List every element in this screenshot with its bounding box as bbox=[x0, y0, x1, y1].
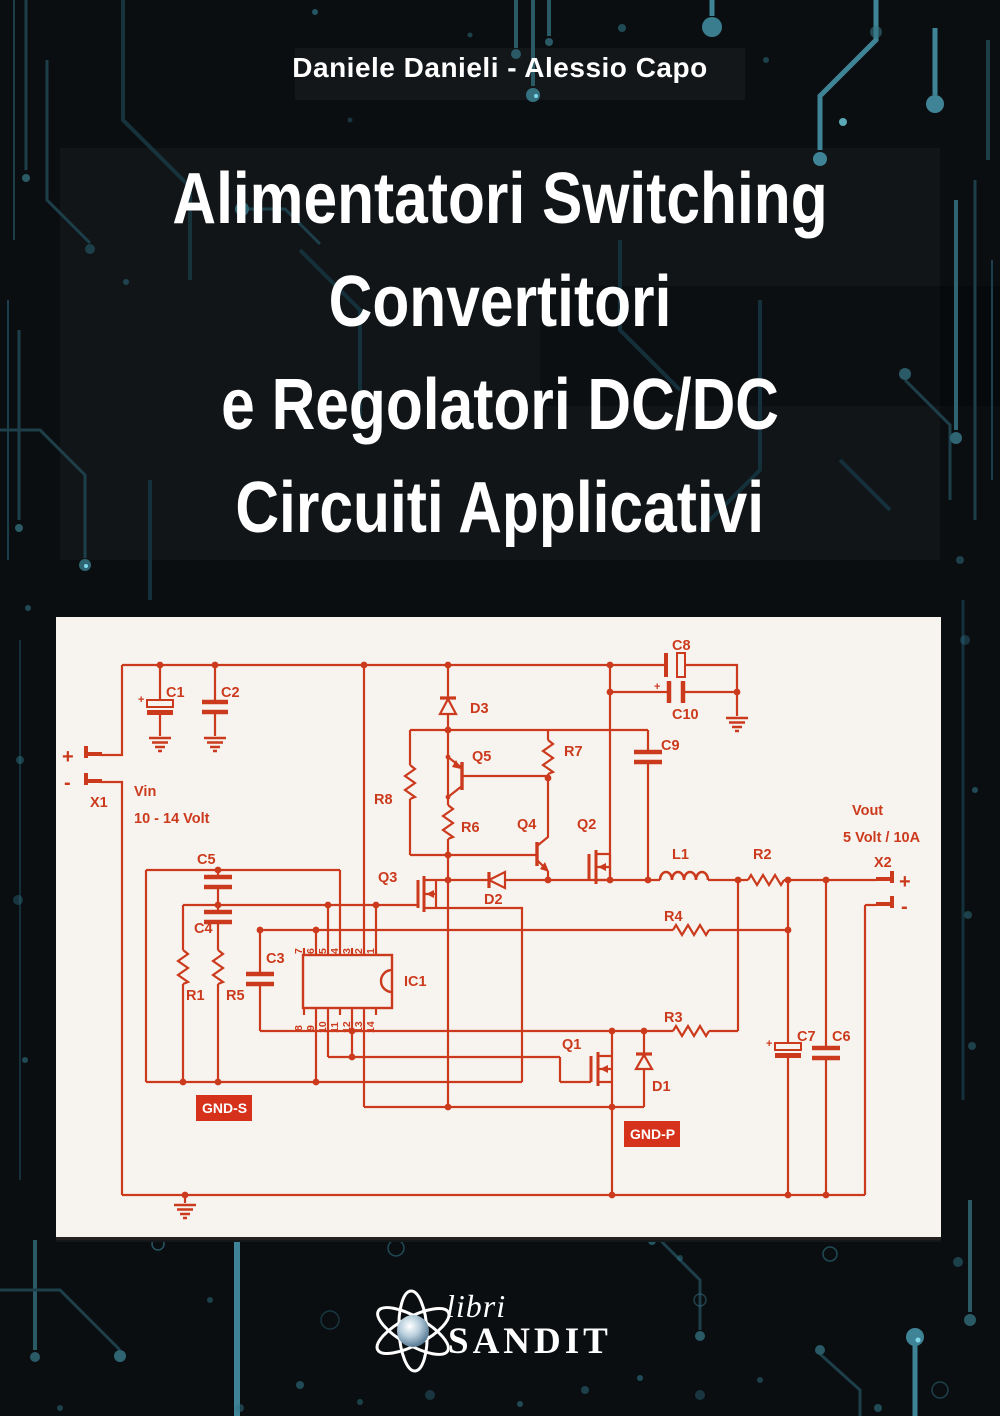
label-gnd-s: GND-S bbox=[202, 1100, 247, 1116]
x2-plus-sign: + bbox=[899, 871, 911, 893]
title-line-3: e Regolatori DC/DC bbox=[221, 365, 779, 445]
title-block: Alimentatori Switching Convertitori e Re… bbox=[0, 148, 1000, 560]
label-c4: C4 bbox=[194, 921, 213, 937]
pin-14: 14 bbox=[365, 1021, 377, 1033]
x1-minus-sign: - bbox=[64, 772, 71, 794]
label-x1: X1 bbox=[90, 795, 108, 811]
pin-11: 11 bbox=[329, 1022, 341, 1033]
bjt-transistors bbox=[452, 760, 549, 872]
label-r2: R2 bbox=[753, 847, 772, 863]
publisher-imprint: libri bbox=[446, 1288, 507, 1324]
pin-8: 8 bbox=[293, 1025, 305, 1031]
c7-plus-sign: + bbox=[766, 1038, 772, 1050]
label-c8: C8 bbox=[672, 638, 691, 654]
pin-3: 3 bbox=[341, 948, 353, 954]
title-line-4: Circuiti Applicativi bbox=[235, 468, 765, 548]
label-r8: R8 bbox=[374, 792, 393, 808]
label-c2: C2 bbox=[221, 685, 240, 701]
resistors bbox=[176, 738, 786, 1038]
label-q4: Q4 bbox=[517, 817, 536, 833]
electrolytic-capacitors bbox=[146, 652, 802, 1058]
mosfet-arrows bbox=[426, 863, 608, 1073]
label-vout-rating: 5 Volt / 10A bbox=[843, 830, 921, 846]
label-r6: R6 bbox=[461, 820, 480, 836]
label-c6: C6 bbox=[832, 1029, 851, 1045]
dark-band bbox=[540, 286, 1000, 406]
label-q5: Q5 bbox=[472, 749, 491, 765]
pin-12: 12 bbox=[341, 1021, 353, 1033]
label-q2: Q2 bbox=[577, 817, 596, 833]
authors: Daniele Danieli - Alessio Capo bbox=[292, 52, 708, 83]
junction-dots bbox=[156, 661, 830, 1199]
pin-6: 6 bbox=[305, 948, 317, 954]
label-c9: C9 bbox=[661, 738, 680, 754]
label-vout: Vout bbox=[852, 803, 883, 819]
pin-4: 4 bbox=[329, 948, 341, 954]
gnd-p-flag bbox=[624, 1121, 680, 1147]
schematic-panel: C1 + C2 D3 C8 + C10 C9 Q5 R7 R8 R6 Q4 Q2… bbox=[56, 617, 941, 1240]
label-q3: Q3 bbox=[378, 870, 397, 886]
bokeh-dots bbox=[13, 9, 978, 1412]
c1-plus-sign: + bbox=[138, 694, 144, 706]
c8-plus-sign: + bbox=[654, 681, 660, 693]
pin-7: 7 bbox=[293, 948, 305, 954]
publisher-logo: libri SANDIT bbox=[368, 1286, 648, 1378]
schematic-labels: C1 + C2 D3 C8 + C10 C9 Q5 R7 R8 R6 Q4 Q2… bbox=[62, 638, 921, 1142]
connector-terminals bbox=[84, 746, 894, 908]
label-d3: D3 bbox=[470, 701, 489, 717]
pin-5: 5 bbox=[317, 948, 329, 954]
circuit-pads bbox=[15, 17, 976, 1362]
label-c1: C1 bbox=[166, 685, 185, 701]
label-r1: R1 bbox=[186, 988, 205, 1004]
label-q1: Q1 bbox=[562, 1037, 581, 1053]
pin-10: 10 bbox=[317, 1021, 329, 1033]
ic1-body bbox=[301, 948, 394, 1015]
publisher-name: SANDIT bbox=[448, 1321, 612, 1362]
label-c7: C7 bbox=[797, 1029, 816, 1045]
x2-minus-sign: - bbox=[901, 896, 908, 918]
label-x2: X2 bbox=[874, 855, 892, 871]
title-line-2: Convertitori bbox=[328, 262, 672, 342]
gnd-s-flag bbox=[196, 1095, 252, 1121]
capacitor-plates bbox=[202, 681, 840, 1061]
label-d1: D1 bbox=[652, 1079, 671, 1095]
label-d2: D2 bbox=[484, 892, 503, 908]
label-l1: L1 bbox=[672, 847, 689, 863]
pin-13: 13 bbox=[353, 1021, 365, 1033]
label-c10: C10 bbox=[672, 707, 699, 723]
label-ic1: IC1 bbox=[404, 974, 427, 990]
atom-icon bbox=[375, 1289, 451, 1373]
inductor-l1 bbox=[658, 870, 710, 881]
pin-9: 9 bbox=[305, 1025, 317, 1031]
ic1-pin-numbers-bottom: 8 9 10 11 12 13 14 bbox=[293, 1021, 377, 1033]
label-vin: Vin bbox=[134, 784, 156, 800]
title-line-1: Alimentatori Switching bbox=[172, 159, 828, 239]
label-r3: R3 bbox=[664, 1010, 683, 1026]
circuit-schematic: C1 + C2 D3 C8 + C10 C9 Q5 R7 R8 R6 Q4 Q2… bbox=[62, 638, 921, 1220]
label-c3: C3 bbox=[266, 951, 285, 967]
label-gnd-p: GND-P bbox=[630, 1126, 675, 1142]
label-r5: R5 bbox=[226, 988, 245, 1004]
x1-plus-sign: + bbox=[62, 746, 74, 768]
schematic-components bbox=[84, 652, 894, 1220]
label-r4: R4 bbox=[664, 909, 683, 925]
diodes bbox=[438, 696, 654, 1071]
pin-2: 2 bbox=[353, 948, 365, 954]
ic1-pin-numbers-top: 7 6 5 4 3 2 1 bbox=[293, 948, 377, 954]
pin-1: 1 bbox=[365, 948, 377, 954]
label-c5: C5 bbox=[197, 852, 216, 868]
label-vin-range: 10 - 14 Volt bbox=[134, 811, 210, 827]
label-r7: R7 bbox=[564, 744, 583, 760]
